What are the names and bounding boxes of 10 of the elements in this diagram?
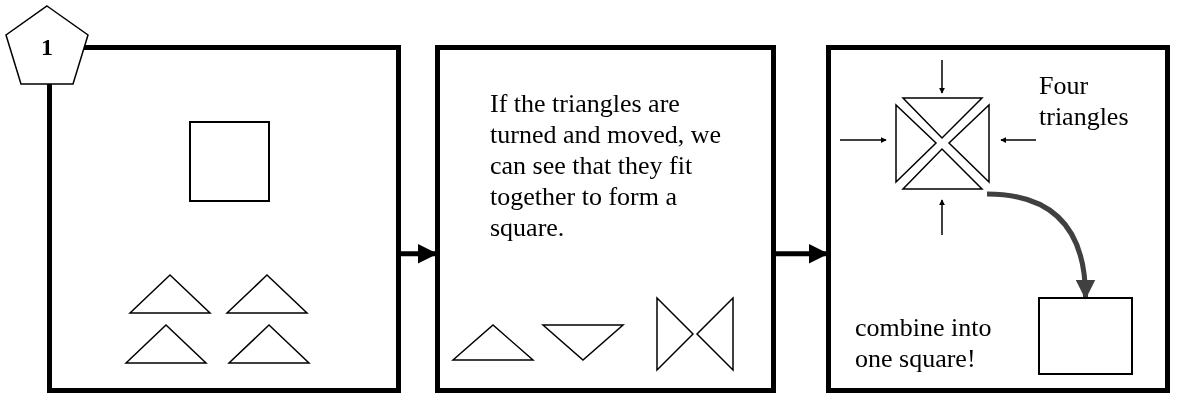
arrow	[986, 191, 1095, 300]
arrow	[401, 243, 438, 264]
step-number: 1	[40, 33, 54, 62]
panel	[435, 45, 776, 393]
caption-text: combine into one square!	[855, 312, 993, 374]
label-text: Four triangles	[1039, 70, 1130, 132]
square	[1038, 297, 1133, 375]
description-text: If the triangles are turned and moved, we can see that they fit together to form a square.	[490, 88, 723, 243]
panel	[826, 45, 1170, 393]
arrow	[776, 243, 829, 264]
